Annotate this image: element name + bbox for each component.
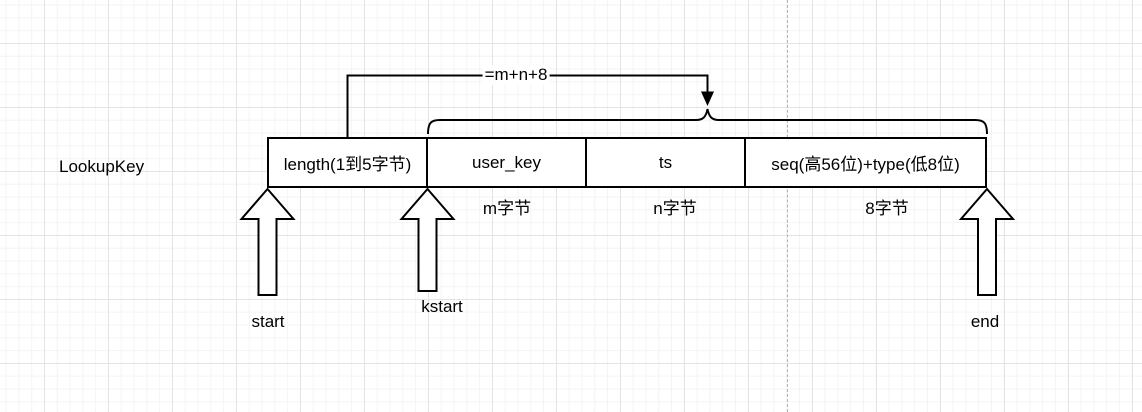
field-ts: ts <box>585 137 746 188</box>
pointer-label-start: start <box>251 312 285 331</box>
byte-label-user-key: m字节 <box>482 199 532 218</box>
key-structure-row: length(1到5字节) user_key ts seq(高56位)+type… <box>267 137 987 188</box>
curly-brace <box>427 108 988 135</box>
byte-label-seq-type: 8字节 <box>865 199 909 218</box>
page-boundary-line <box>787 0 788 412</box>
field-user-key: user_key <box>426 137 587 188</box>
down-arrowhead-icon <box>701 91 714 106</box>
field-seq-type: seq(高56位)+type(低8位) <box>744 137 987 188</box>
diagram-title: LookupKey <box>59 157 145 176</box>
kstart-pointer-arrow-icon <box>399 187 456 292</box>
formula-label: =m+n+8 <box>482 65 550 85</box>
end-pointer-arrow-icon <box>958 187 1016 296</box>
pointer-label-kstart: kstart <box>421 297 463 316</box>
byte-label-ts: n字节 <box>653 199 697 218</box>
start-pointer-arrow-icon <box>239 187 296 296</box>
field-length: length(1到5字节) <box>267 137 428 188</box>
pointer-label-end: end <box>970 312 1000 331</box>
